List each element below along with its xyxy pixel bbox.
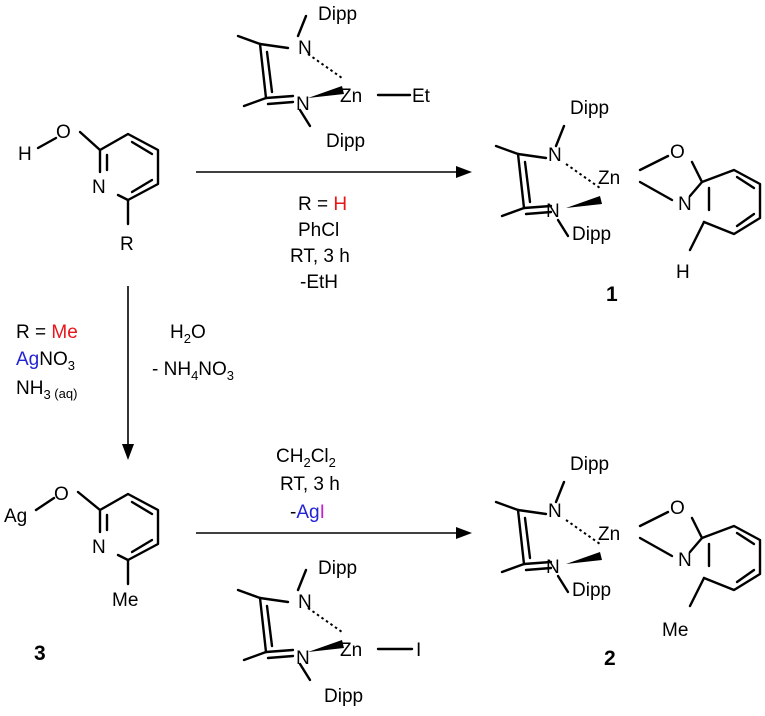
nacnac-zinc-iodide: N N Dipp Dipp Zn I [236, 558, 421, 707]
compound-label-1: 1 [606, 283, 618, 306]
conditions-middle: H2O - NH4NO3 [152, 322, 234, 383]
atom-n: N [546, 557, 560, 578]
compound-3: Ag O N Me 3 [4, 484, 160, 665]
r-value-h: H [333, 194, 347, 215]
atom-n: N [548, 501, 562, 522]
dipp-label: Dipp [572, 224, 611, 245]
conditions-bottom: CH2Cl2 RT, 3 h -AgI [276, 446, 340, 523]
i-magenta: I [320, 502, 325, 523]
atom-n: N [296, 94, 310, 115]
ag-blue: Ag [16, 349, 39, 370]
atom-n: N [298, 592, 312, 613]
byproduct-agi: -AgI [290, 502, 325, 523]
methyl-red: Me [112, 590, 138, 611]
atom-zn: Zn [340, 640, 362, 661]
atom-o: O [670, 498, 685, 519]
silver-nitrate: AgNO3 [16, 349, 75, 373]
atom-n: N [678, 550, 692, 571]
conditions-left: R = Me AgNO3 NH3 (aq) [16, 322, 78, 402]
dipp-label: Dipp [326, 131, 365, 152]
atom-n: N [92, 177, 106, 198]
atom-h-red: H [676, 262, 690, 283]
atom-o: O [670, 142, 685, 163]
methyl-red: Me [662, 620, 688, 641]
atom-n: N [298, 38, 312, 59]
dipp-label: Dipp [318, 4, 357, 25]
dipp-label: Dipp [324, 686, 363, 707]
r-equals: R = H [298, 194, 347, 215]
arrow-bottom [196, 527, 472, 539]
ag-blue: Ag [296, 502, 319, 523]
product-1: N N Dipp Dipp Zn O N H 1 [494, 98, 762, 306]
product-2: N N Dipp Dipp Zn O N Me 2 [494, 454, 762, 670]
compound-label-3: 3 [34, 642, 46, 665]
ammonia: NH3 (aq) [16, 378, 77, 402]
atom-n: N [92, 537, 106, 558]
atom-o: O [56, 122, 71, 143]
dipp-label: Dipp [318, 558, 357, 579]
arrow-vertical [122, 286, 134, 460]
atom-ag: Ag [4, 506, 27, 527]
r-value-me: Me [51, 322, 77, 343]
atom-n: N [548, 145, 562, 166]
dipp-label: Dipp [572, 580, 611, 601]
atom-n: N [546, 201, 560, 222]
water: H2O [170, 322, 206, 346]
solvent: PhCl [298, 220, 339, 241]
nacnac-zinc-ethyl: N N Dipp Dipp Zn Et [236, 4, 431, 152]
atom-zn: Zn [598, 524, 620, 545]
r-equals: R = Me [16, 322, 78, 343]
atom-n: N [678, 194, 692, 215]
dipp-label: Dipp [570, 454, 609, 475]
atom-zn: Zn [340, 86, 362, 107]
arrow-top [196, 166, 472, 178]
compound-label-2: 2 [604, 647, 616, 670]
conditions-top: R = H PhCl RT, 3 h -EtH [290, 194, 350, 293]
atom-o: O [54, 484, 69, 505]
time-temp: RT, 3 h [280, 474, 340, 495]
dichloromethane: CH2Cl2 [276, 446, 336, 470]
hydroxypyridine: H O N R [18, 122, 160, 255]
atom-zn: Zn [598, 168, 620, 189]
ethyl-label: Et [412, 86, 431, 107]
atom-r: R [120, 234, 134, 255]
dipp-label: Dipp [570, 98, 609, 119]
ammonium-nitrate: - NH4NO3 [152, 359, 234, 383]
atom-n: N [296, 648, 310, 669]
byproduct: -EtH [300, 272, 338, 293]
iodide-magenta: I [416, 640, 421, 661]
atom-h: H [18, 144, 32, 165]
time-temp: RT, 3 h [290, 246, 350, 267]
